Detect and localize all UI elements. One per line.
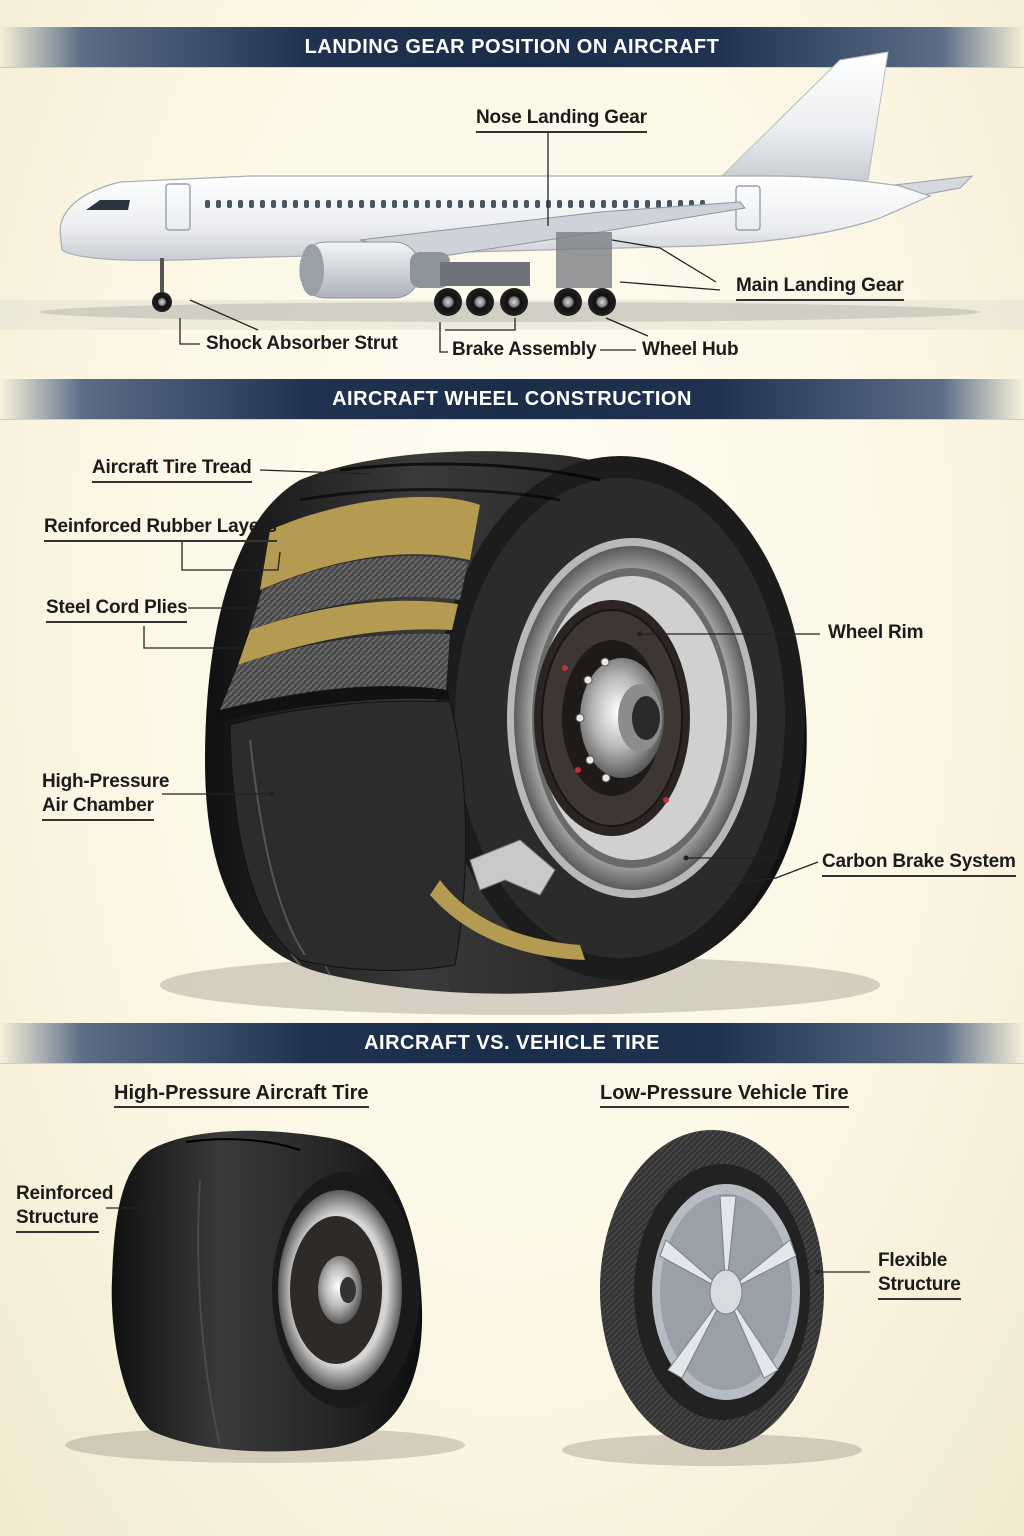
tire-body	[205, 451, 807, 994]
label-wheel-rim: Wheel Rim	[828, 622, 924, 643]
tail-fin	[718, 51, 889, 181]
vehicle-tire-illustration	[600, 1130, 824, 1450]
label-high-pressure-aircraft-tire: High-Pressure Aircraft Tire	[114, 1080, 369, 1108]
carbon-brake-disc	[534, 600, 690, 836]
section-banner-wheel: AIRCRAFT WHEEL CONSTRUCTION	[0, 379, 1024, 419]
label-air-chamber-line2: Air Chamber	[42, 794, 154, 821]
engine	[299, 241, 450, 299]
label-reinforced-line2: Structure	[16, 1206, 99, 1233]
section-banner-aircraft: LANDING GEAR POSITION ON AIRCRAFT	[0, 27, 1024, 67]
label-reinforced-rubber-layers: Reinforced Rubber Layers	[44, 515, 277, 542]
label-flexible-line2: Structure	[878, 1273, 961, 1300]
label-low-pressure-vehicle-tire: Low-Pressure Vehicle Tire	[600, 1080, 849, 1108]
aircraft-illustration	[0, 51, 1024, 353]
label-wheel-hub: Wheel Hub	[642, 339, 739, 360]
label-aircraft-tire-tread: Aircraft Tire Tread	[92, 456, 252, 483]
label-reinforced-line1: Reinforced	[16, 1183, 114, 1204]
label-air-chamber-line1: High-Pressure	[42, 771, 170, 792]
wheel-hub	[562, 657, 669, 803]
label-carbon-brake-system: Carbon Brake System	[822, 850, 1016, 877]
label-steel-cord-plies: Steel Cord Plies	[46, 596, 188, 623]
label-shock-absorber-strut: Shock Absorber Strut	[206, 333, 398, 354]
section-banner-compare: AIRCRAFT VS. VEHICLE TIRE	[0, 1023, 1024, 1063]
wheel-rim	[507, 538, 757, 898]
air-chamber	[229, 700, 467, 971]
aircraft-tire-illustration	[111, 1130, 423, 1452]
section-title: AIRCRAFT WHEEL CONSTRUCTION	[332, 387, 692, 410]
section-title: LANDING GEAR POSITION ON AIRCRAFT	[304, 35, 720, 58]
nose-gear	[152, 258, 172, 312]
fuselage	[59, 175, 932, 261]
main-gear	[434, 232, 616, 316]
label-nose-landing-gear: Nose Landing Gear	[476, 106, 647, 133]
label-main-landing-gear: Main Landing Gear	[736, 274, 904, 301]
label-flexible-line1: Flexible	[878, 1250, 948, 1271]
section-title: AIRCRAFT VS. VEHICLE TIRE	[364, 1031, 660, 1054]
label-brake-assembly: Brake Assembly	[452, 339, 597, 360]
